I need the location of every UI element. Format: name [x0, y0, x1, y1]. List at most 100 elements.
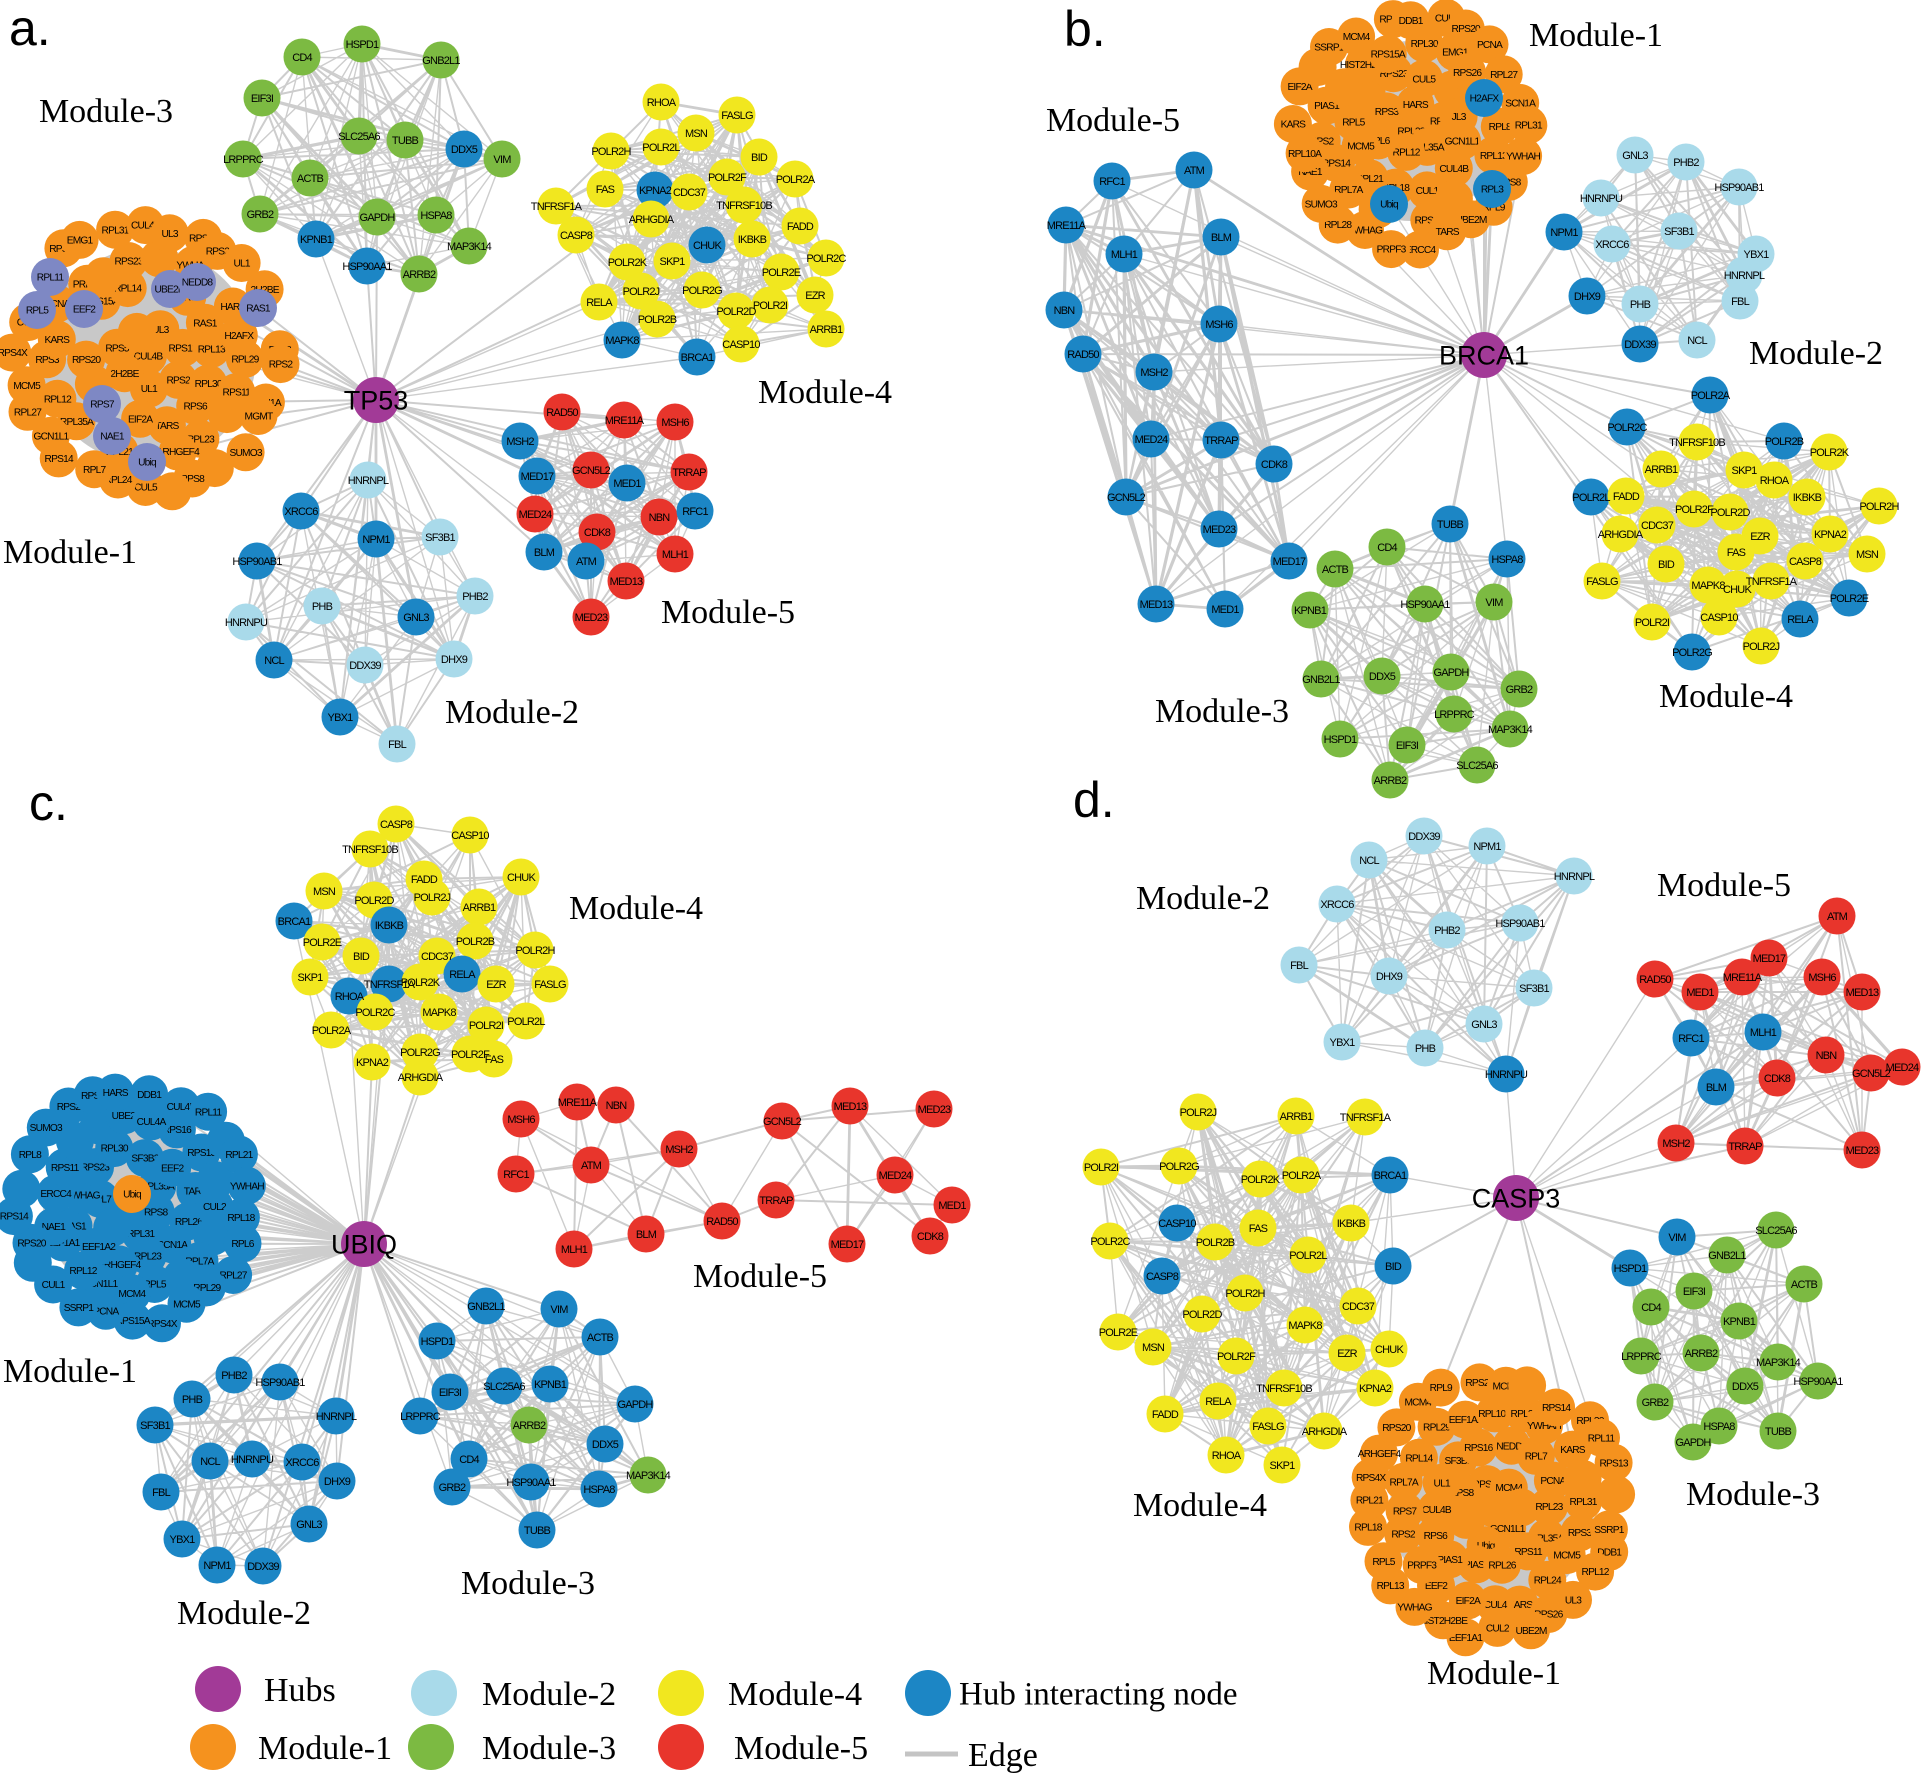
svg-text:MED23: MED23	[575, 612, 608, 624]
svg-text:RPS20: RPS20	[72, 355, 101, 366]
svg-text:RPL29: RPL29	[1423, 1422, 1451, 1433]
svg-text:RELA: RELA	[449, 969, 476, 981]
svg-text:EEF1A1: EEF1A1	[1449, 1633, 1483, 1644]
svg-text:MED23: MED23	[1203, 524, 1236, 536]
svg-text:MAPK8: MAPK8	[422, 1007, 456, 1019]
svg-text:CASP3: CASP3	[1472, 1183, 1561, 1213]
svg-text:RPL6: RPL6	[1367, 136, 1390, 147]
svg-text:MRE11A: MRE11A	[605, 415, 645, 427]
svg-text:RPL23: RPL23	[1535, 1502, 1563, 1513]
svg-text:RPS15A: RPS15A	[1371, 50, 1406, 61]
svg-text:MED13: MED13	[834, 1101, 867, 1113]
svg-text:GRB2: GRB2	[439, 1482, 466, 1494]
svg-text:NPM1: NPM1	[1550, 227, 1578, 239]
svg-text:CUL5: CUL5	[134, 483, 158, 494]
svg-text:EEF2: EEF2	[73, 305, 96, 316]
svg-text:FASLG: FASLG	[534, 979, 566, 991]
svg-text:SUMO3: SUMO3	[30, 1123, 63, 1134]
svg-text:GNB2L1: GNB2L1	[1708, 1250, 1746, 1262]
svg-text:RPS3: RPS3	[35, 355, 60, 366]
svg-text:MSH6: MSH6	[507, 1114, 535, 1126]
svg-text:SUMO3: SUMO3	[229, 448, 262, 459]
svg-text:GAPDH: GAPDH	[1675, 1437, 1711, 1449]
svg-text:RPL26: RPL26	[175, 1217, 203, 1228]
svg-text:PHB: PHB	[182, 1394, 203, 1406]
svg-text:Edge: Edge	[968, 1737, 1038, 1774]
svg-text:POLR2I: POLR2I	[753, 300, 788, 312]
svg-text:RFC1: RFC1	[1099, 176, 1125, 188]
svg-text:SKP1: SKP1	[298, 972, 324, 984]
svg-text:FBL: FBL	[1731, 296, 1749, 308]
svg-text:FAS: FAS	[1249, 1223, 1268, 1235]
svg-text:FBL: FBL	[152, 1487, 170, 1499]
svg-text:SF3B3: SF3B3	[1445, 1456, 1473, 1467]
svg-text:CUL4A: CUL4A	[137, 1117, 167, 1128]
svg-text:POLR2D: POLR2D	[354, 895, 394, 907]
svg-text:MED13: MED13	[1140, 599, 1173, 611]
svg-text:RPL27: RPL27	[1490, 70, 1518, 81]
svg-text:POLR2L: POLR2L	[1572, 492, 1610, 504]
svg-text:RPL14: RPL14	[114, 284, 142, 295]
svg-text:FADD: FADD	[787, 221, 814, 233]
svg-text:MSN: MSN	[313, 886, 336, 898]
svg-text:POLR2H: POLR2H	[1225, 1288, 1265, 1300]
svg-text:FASLG: FASLG	[1586, 576, 1618, 588]
svg-text:GNB2L1: GNB2L1	[467, 1301, 505, 1313]
svg-text:CASP8: CASP8	[380, 819, 413, 831]
svg-text:TRRAP: TRRAP	[1204, 435, 1238, 447]
svg-text:ARRB1: ARRB1	[1280, 1111, 1313, 1123]
svg-text:SLC25A6: SLC25A6	[483, 1381, 525, 1393]
svg-text:RPL27: RPL27	[220, 1271, 248, 1282]
svg-text:CDK8: CDK8	[1764, 1073, 1791, 1085]
svg-text:HSPD1: HSPD1	[421, 1336, 454, 1348]
svg-text:CUL4B: CUL4B	[167, 1102, 197, 1113]
svg-text:HNRNPL: HNRNPL	[1554, 871, 1595, 883]
svg-text:POLR2A: POLR2A	[776, 174, 816, 186]
svg-text:MED24: MED24	[1135, 434, 1168, 446]
svg-text:CUL2: CUL2	[1435, 13, 1459, 24]
svg-text:NAE1: NAE1	[100, 432, 125, 443]
svg-text:PHB2: PHB2	[462, 591, 488, 603]
svg-text:TARS: TARS	[184, 1187, 208, 1198]
svg-text:RPL10A: RPL10A	[1478, 1409, 1512, 1420]
svg-text:DDX5: DDX5	[451, 144, 478, 156]
svg-text:RPL26: RPL26	[1488, 1560, 1516, 1571]
svg-text:NCL: NCL	[1359, 855, 1379, 867]
svg-text:PIAS1: PIAS1	[1314, 101, 1340, 112]
svg-text:RPL35A: RPL35A	[60, 417, 94, 428]
svg-text:TARS: TARS	[1436, 227, 1460, 238]
svg-text:CHUK: CHUK	[1375, 1344, 1404, 1356]
svg-text:RPL29: RPL29	[193, 1283, 221, 1294]
svg-text:SUMO3: SUMO3	[1305, 199, 1338, 210]
svg-text:YBX1: YBX1	[1744, 249, 1770, 261]
svg-text:HSP90AB1: HSP90AB1	[1714, 182, 1764, 194]
svg-text:RPS6: RPS6	[1424, 1531, 1449, 1542]
svg-text:RPL30: RPL30	[101, 1144, 129, 1155]
svg-text:BID: BID	[353, 951, 370, 963]
svg-text:MLH1: MLH1	[662, 549, 689, 561]
svg-text:ARRB2: ARRB2	[513, 1420, 546, 1432]
svg-text:RPL35A: RPL35A	[1411, 142, 1445, 153]
svg-text:SLC25A6: SLC25A6	[1456, 760, 1498, 772]
svg-text:HSPD1: HSPD1	[346, 39, 379, 51]
svg-text:UL1: UL1	[233, 259, 250, 270]
svg-text:SLC25A6: SLC25A6	[1755, 1225, 1797, 1237]
svg-text:CDC37: CDC37	[673, 187, 706, 199]
svg-text:PHB: PHB	[1415, 1043, 1436, 1055]
svg-text:GCN5L2: GCN5L2	[572, 465, 611, 477]
svg-text:RPS3: RPS3	[1568, 1528, 1593, 1539]
svg-text:POLR2H: POLR2H	[591, 146, 631, 158]
svg-text:SCN1A: SCN1A	[1505, 99, 1536, 110]
svg-text:RPL31: RPL31	[127, 1229, 155, 1240]
svg-text:TNFRSF10B: TNFRSF10B	[342, 844, 398, 856]
svg-text:YWHAH: YWHAH	[1527, 1421, 1561, 1432]
svg-text:LRPPRC: LRPPRC	[1621, 1351, 1662, 1363]
svg-text:RPS2: RPS2	[1310, 136, 1335, 147]
svg-text:HSP90AB1: HSP90AB1	[1495, 918, 1545, 930]
svg-text:ARHGEF4: ARHGEF4	[156, 447, 200, 458]
svg-text:RPL12: RPL12	[44, 394, 72, 405]
svg-text:PHB: PHB	[1630, 299, 1651, 311]
svg-text:UBIQ: UBIQ	[331, 1229, 397, 1259]
svg-text:PIAS1: PIAS1	[61, 1221, 87, 1232]
svg-text:RPL23: RPL23	[1397, 127, 1425, 138]
